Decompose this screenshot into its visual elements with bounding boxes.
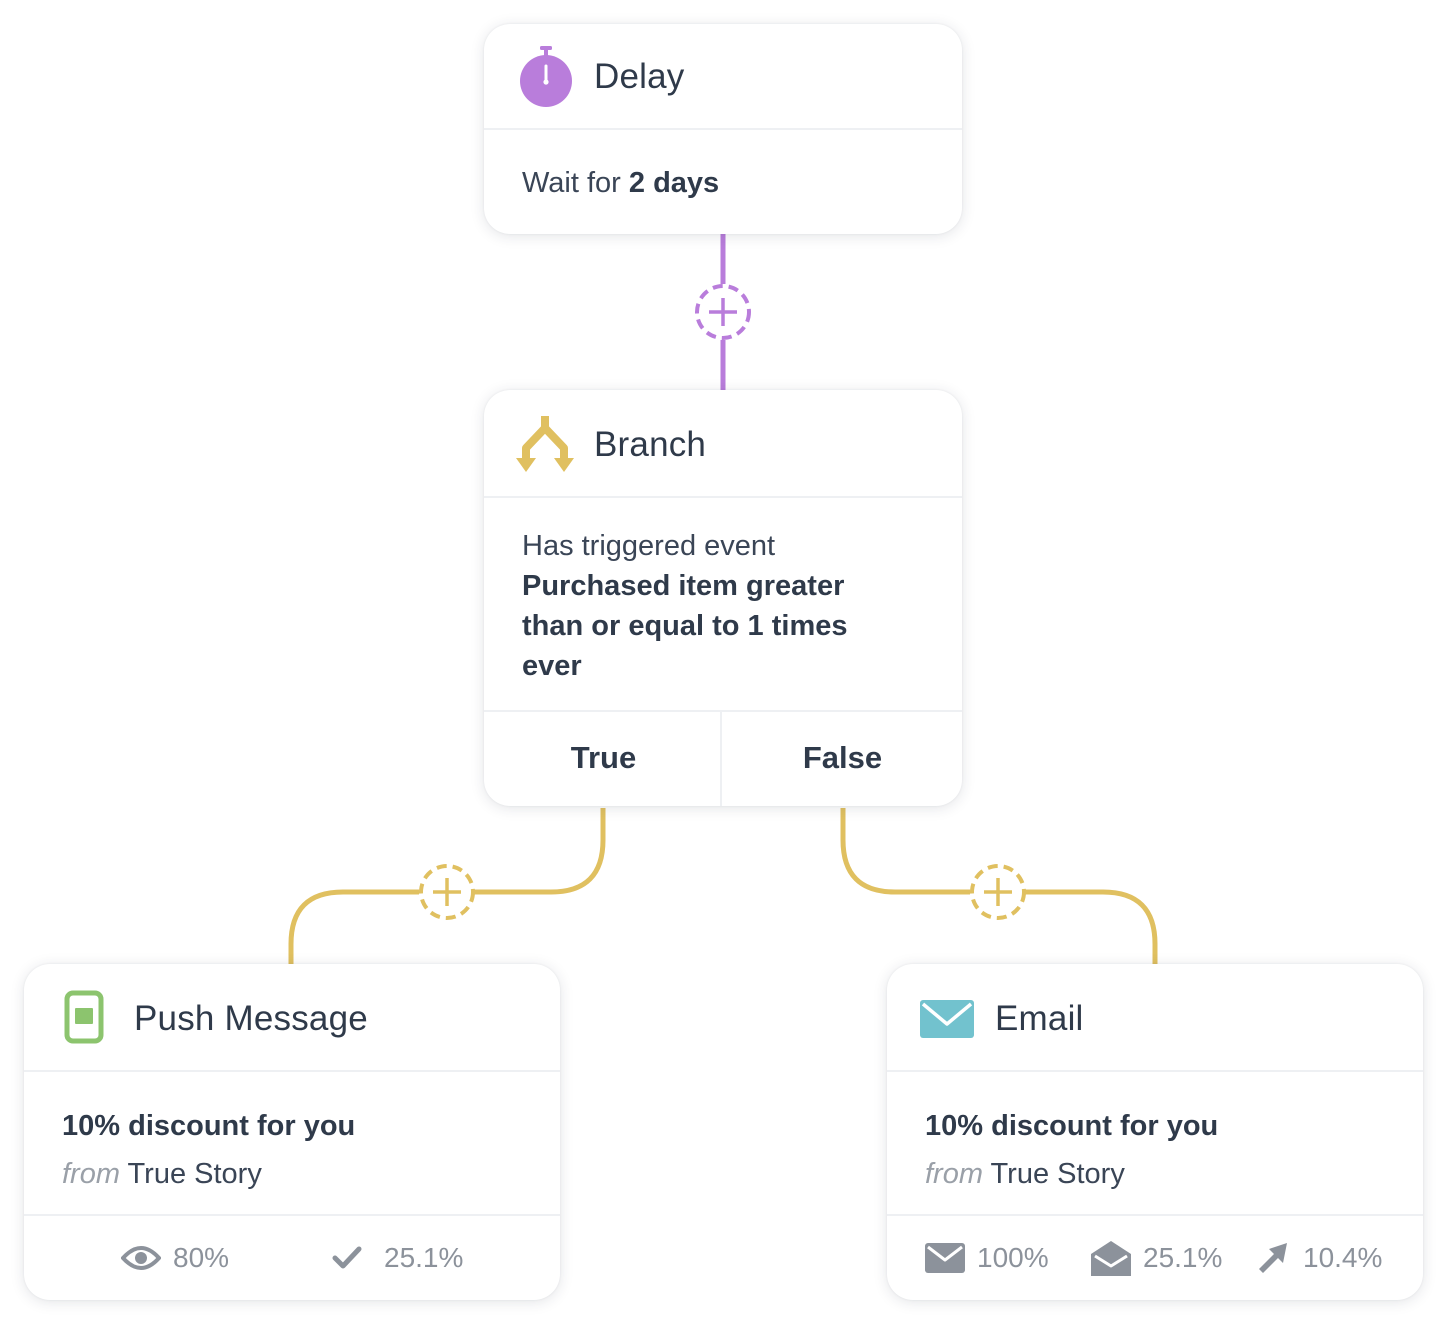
push-message-title: 10% discount for you bbox=[62, 1110, 356, 1142]
branch-condition-line-3: ever bbox=[522, 650, 582, 682]
add-step-button-false-branch[interactable] bbox=[967, 861, 1029, 923]
branch-condition: Has triggered event Purchased item great… bbox=[484, 498, 962, 714]
email-stat-sent-value: 100% bbox=[977, 1242, 1049, 1273]
push-from-label: from bbox=[62, 1158, 120, 1190]
branch-false-outcome[interactable]: False bbox=[802, 740, 883, 775]
envelope-open-icon bbox=[1091, 1241, 1131, 1276]
envelope-sent-icon bbox=[925, 1243, 965, 1273]
push-card-header: Push Message bbox=[24, 964, 560, 1072]
true-to-push-connector-left bbox=[288, 889, 419, 966]
delay-body-prefix: Wait for bbox=[522, 167, 629, 199]
email-sender: True Story bbox=[990, 1158, 1125, 1190]
email-title: Email bbox=[995, 999, 1084, 1038]
branch-condition-line-1: Purchased item greater bbox=[522, 570, 845, 602]
email-message-body: 10% discount for you from True Story bbox=[887, 1072, 1423, 1198]
branch-title: Branch bbox=[594, 425, 707, 464]
branch-outcomes: True False bbox=[484, 710, 962, 806]
email-from-label: from bbox=[925, 1158, 983, 1190]
push-message-card[interactable]: Push Message 10% discount for you from T… bbox=[24, 964, 560, 1300]
email-stats: 100% 25.1% 10.4% bbox=[887, 1214, 1423, 1300]
branch-condition-intro: Has triggered event bbox=[522, 530, 776, 562]
checkmark-icon bbox=[332, 1246, 362, 1269]
delay-card[interactable]: Delay Wait for 2 days bbox=[484, 24, 962, 234]
false-to-email-connector-right bbox=[1025, 889, 1158, 966]
email-stat-opened: 25.1% bbox=[1091, 1216, 1222, 1300]
email-card-header: Email bbox=[887, 964, 1423, 1072]
stopwatch-icon bbox=[520, 46, 572, 107]
envelope-icon bbox=[920, 1000, 974, 1038]
delay-body: Wait for 2 days bbox=[484, 130, 962, 203]
eye-icon bbox=[121, 1246, 161, 1270]
email-stat-clicked-value: 10.4% bbox=[1303, 1242, 1383, 1273]
email-sender-line: from True Story bbox=[925, 1150, 1385, 1198]
push-title: Push Message bbox=[134, 999, 368, 1038]
push-stat-delivered-value: 25.1% bbox=[384, 1242, 464, 1273]
branch-outcome-divider bbox=[720, 712, 722, 806]
delay-title: Delay bbox=[594, 57, 685, 96]
branch-split-icon bbox=[516, 416, 574, 472]
push-stat-views: 80% bbox=[121, 1216, 229, 1300]
true-to-push-connector bbox=[473, 808, 606, 895]
delay-card-header: Delay bbox=[484, 24, 962, 130]
push-sender: True Story bbox=[127, 1158, 262, 1190]
add-step-button-delay-branch[interactable] bbox=[692, 281, 754, 343]
branch-condition-line-2: than or equal to 1 times bbox=[522, 610, 848, 642]
push-stats: 80% 25.1% bbox=[24, 1214, 560, 1300]
email-card[interactable]: Email 10% discount for you from True Sto… bbox=[887, 964, 1423, 1300]
branch-card-header: Branch bbox=[484, 390, 962, 498]
delay-duration: 2 days bbox=[628, 167, 720, 199]
email-message-title: 10% discount for you bbox=[925, 1110, 1219, 1142]
push-stat-views-value: 80% bbox=[173, 1242, 230, 1273]
email-stat-sent: 100% bbox=[925, 1216, 1049, 1300]
push-stat-delivered: 25.1% bbox=[332, 1216, 463, 1300]
cursor-click-icon bbox=[1259, 1243, 1287, 1273]
false-to-email-connector bbox=[840, 808, 970, 895]
push-sender-line: from True Story bbox=[62, 1150, 522, 1198]
email-stat-clicked: 10.4% bbox=[1257, 1216, 1382, 1300]
branch-card[interactable]: Branch Has triggered event Purchased ite… bbox=[484, 390, 962, 806]
mobile-phone-icon bbox=[64, 990, 104, 1044]
branch-true-outcome[interactable]: True bbox=[570, 740, 637, 775]
push-message-body: 10% discount for you from True Story bbox=[24, 1072, 560, 1198]
email-stat-opened-value: 25.1% bbox=[1143, 1242, 1223, 1273]
add-step-button-true-branch[interactable] bbox=[416, 861, 478, 923]
